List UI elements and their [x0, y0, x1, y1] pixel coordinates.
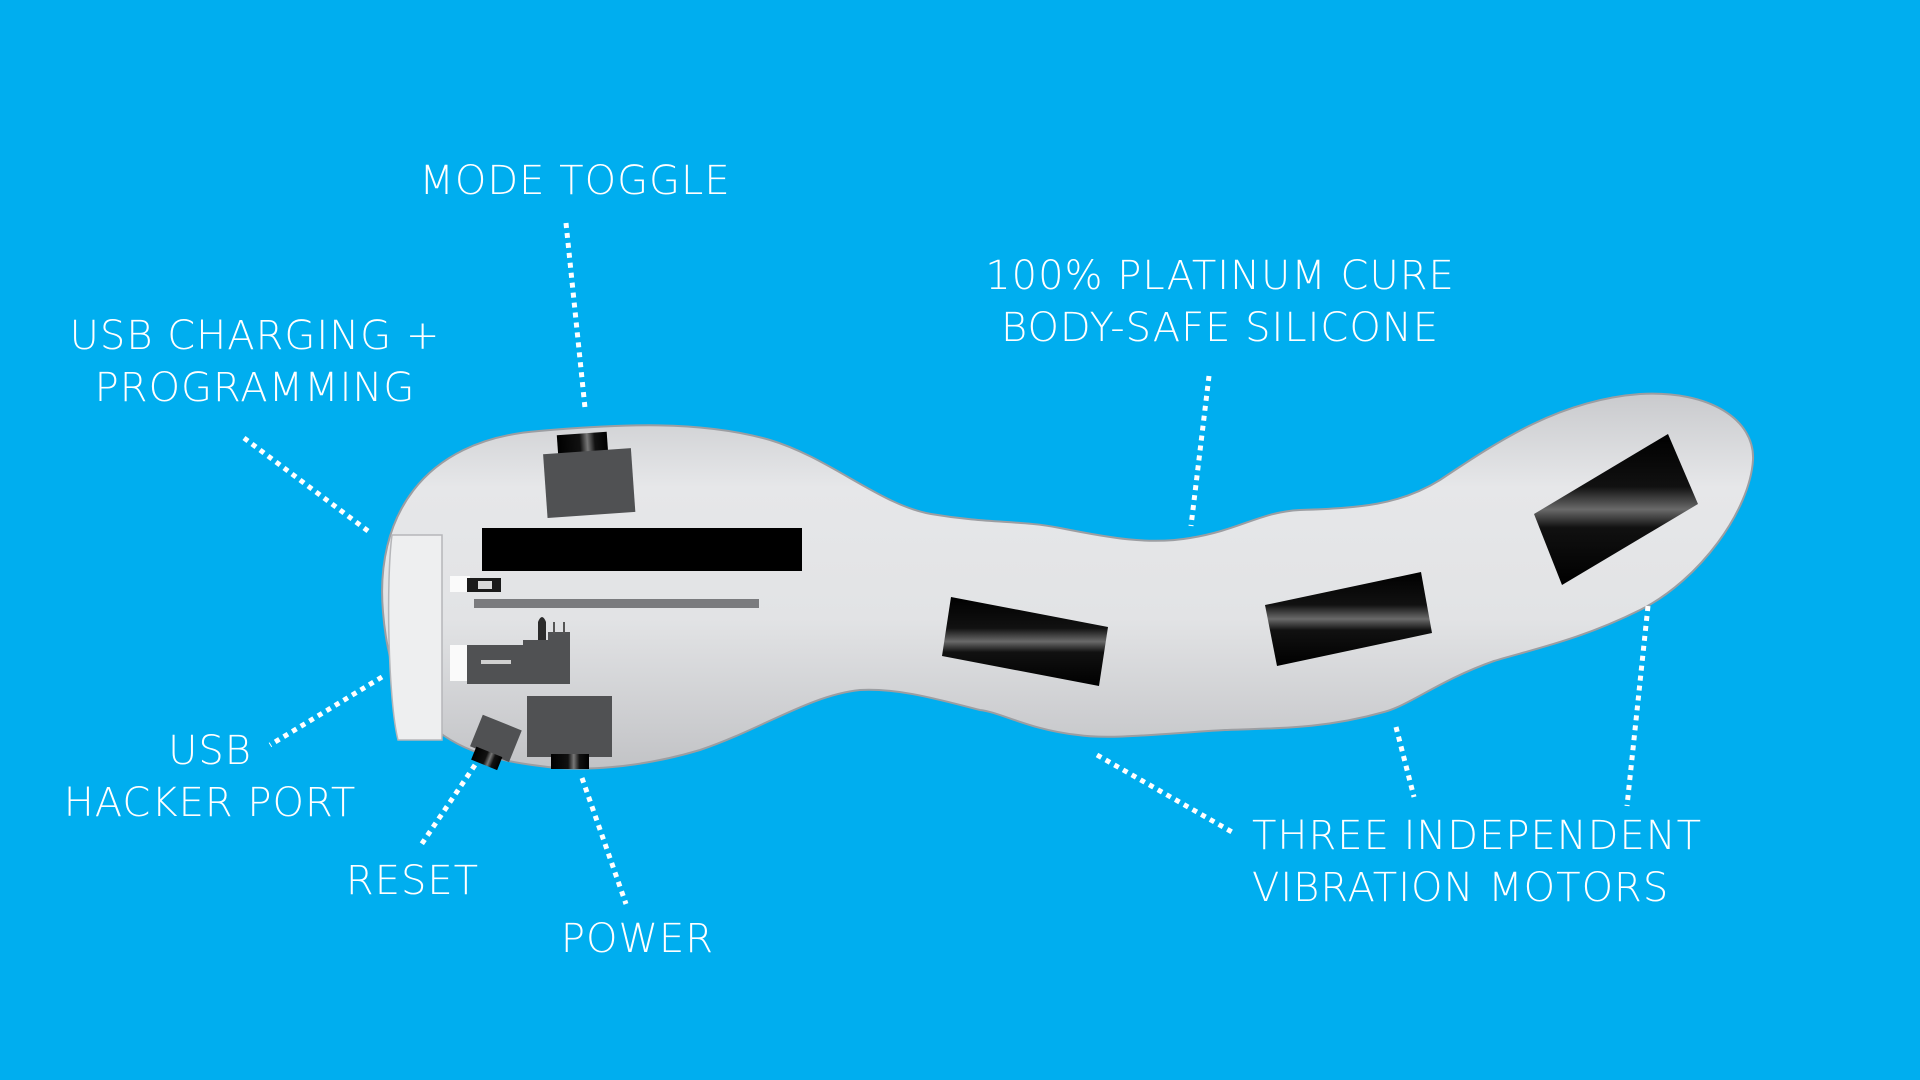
label-line: MODE TOGGLE: [419, 158, 731, 204]
label-platinum-silicone: 100% PLATINUM CURE BODY-SAFE SILICONE: [975, 250, 1465, 354]
label-mode-toggle: MODE TOGGLE: [400, 155, 750, 207]
pcb-board: [474, 599, 759, 608]
hacker-port-connector: [467, 632, 570, 684]
usb-connector-opening: [478, 581, 492, 589]
label-line: USB: [168, 728, 252, 774]
vibration-motor-1: [942, 597, 1108, 686]
usb-hacker-port: [450, 645, 470, 681]
leader-motor-2: [1393, 726, 1417, 798]
leader-motor-3: [1624, 605, 1651, 807]
label-line: USB CHARGING +: [69, 313, 441, 359]
label-line: 100% PLATINUM CURE: [985, 253, 1455, 299]
device-body: [381, 392, 1755, 770]
leader-usb-charging: [242, 436, 370, 533]
leader-lines: [242, 222, 1651, 905]
leader-platinum: [1188, 375, 1212, 527]
pin-lead-2: [563, 622, 565, 634]
label-line: BODY-SAFE SILICONE: [1000, 305, 1440, 351]
label-power: POWER: [545, 913, 730, 965]
usb-charging-port: [450, 576, 470, 592]
label-line: VIBRATION MOTORS: [1252, 865, 1670, 911]
power-switch: [527, 696, 612, 769]
leader-usb-hacker: [268, 674, 384, 748]
leader-reset: [418, 763, 478, 847]
label-usb-hacker-port: USB HACKER PORT: [50, 725, 370, 829]
connector-pin: [481, 660, 511, 664]
label-reset: RESET: [340, 855, 485, 907]
capacitor: [538, 617, 546, 640]
label-line: POWER: [560, 916, 715, 962]
label-usb-charging: USB CHARGING + PROGRAMMING: [60, 310, 450, 414]
head-cap: [387, 534, 443, 741]
leader-motor-1: [1095, 752, 1234, 835]
label-vibration-motors: THREE INDEPENDENT VIBRATION MOTORS: [1252, 810, 1712, 914]
label-line: THREE INDEPENDENT: [1252, 813, 1703, 859]
leader-power: [579, 777, 629, 905]
vibration-motor-3: [1534, 434, 1698, 585]
vibration-motor-2: [1265, 572, 1432, 666]
reset-button: [470, 714, 522, 771]
label-line: RESET: [345, 858, 480, 904]
leader-mode-toggle: [563, 222, 588, 409]
battery: [482, 528, 802, 571]
label-line: PROGRAMMING: [94, 365, 416, 411]
pin-lead: [553, 622, 555, 634]
mode-toggle-switch: [543, 431, 636, 519]
label-line: HACKER PORT: [63, 780, 357, 826]
